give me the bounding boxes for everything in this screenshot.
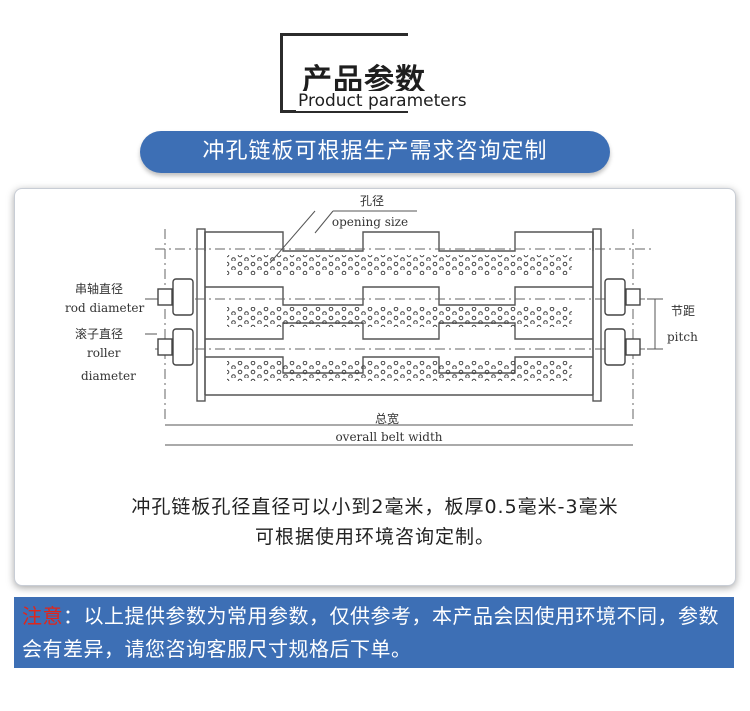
rollers	[157, 278, 641, 366]
width-label-en: overall belt width	[335, 430, 442, 444]
roller-diameter-label-en2: diameter	[81, 369, 136, 383]
pitch-label-cn: 节距	[671, 304, 695, 318]
notice-box: 注意：以上提供参数为常用参数，仅供参考，本产品会因使用环境不同，参数会有差异，请…	[14, 597, 734, 668]
chain-plate-diagram: 孔径 opening size 串轴直径 rod diameter 滚子直径 r…	[65, 194, 698, 446]
notice-label: 注意	[22, 604, 63, 628]
title-chinese: 产品参数	[300, 55, 428, 99]
diagram-panel: 孔径 opening size 串轴直径 rod diameter 滚子直径 r…	[14, 188, 736, 586]
customization-banner: 冲孔链板可根据生产需求咨询定制	[140, 131, 610, 173]
rod-diameter-label-en: rod diameter	[65, 301, 145, 315]
roller-diameter-label-en1: roller	[87, 346, 121, 360]
notice-text: ：以上提供参数为常用参数，仅供参考，本产品会因使用环境不同，参数会有差异，请您咨…	[22, 604, 719, 661]
title-english: Product parameters	[296, 91, 469, 111]
hole-size-label-cn: 孔径	[360, 194, 384, 208]
perforation-holes	[227, 255, 572, 381]
roller-diameter-label-cn: 滚子直径	[75, 326, 123, 341]
width-label-cn: 总宽	[375, 411, 399, 426]
dimension-lines	[145, 210, 663, 446]
pitch-label-en: pitch	[667, 330, 698, 344]
rod-diameter-label-cn: 串轴直径	[75, 281, 123, 296]
hole-size-label-en: opening size	[332, 215, 408, 229]
centerlines	[155, 229, 655, 421]
title-frame	[280, 33, 408, 113]
description-line-2: 可根据使用环境咨询定制。	[254, 526, 495, 548]
description-line-1: 冲孔链板孔径直径可以小到2毫米，板厚0.5毫米-3毫米	[131, 496, 619, 518]
section-title: 产品参数 Product parameters	[280, 33, 480, 113]
